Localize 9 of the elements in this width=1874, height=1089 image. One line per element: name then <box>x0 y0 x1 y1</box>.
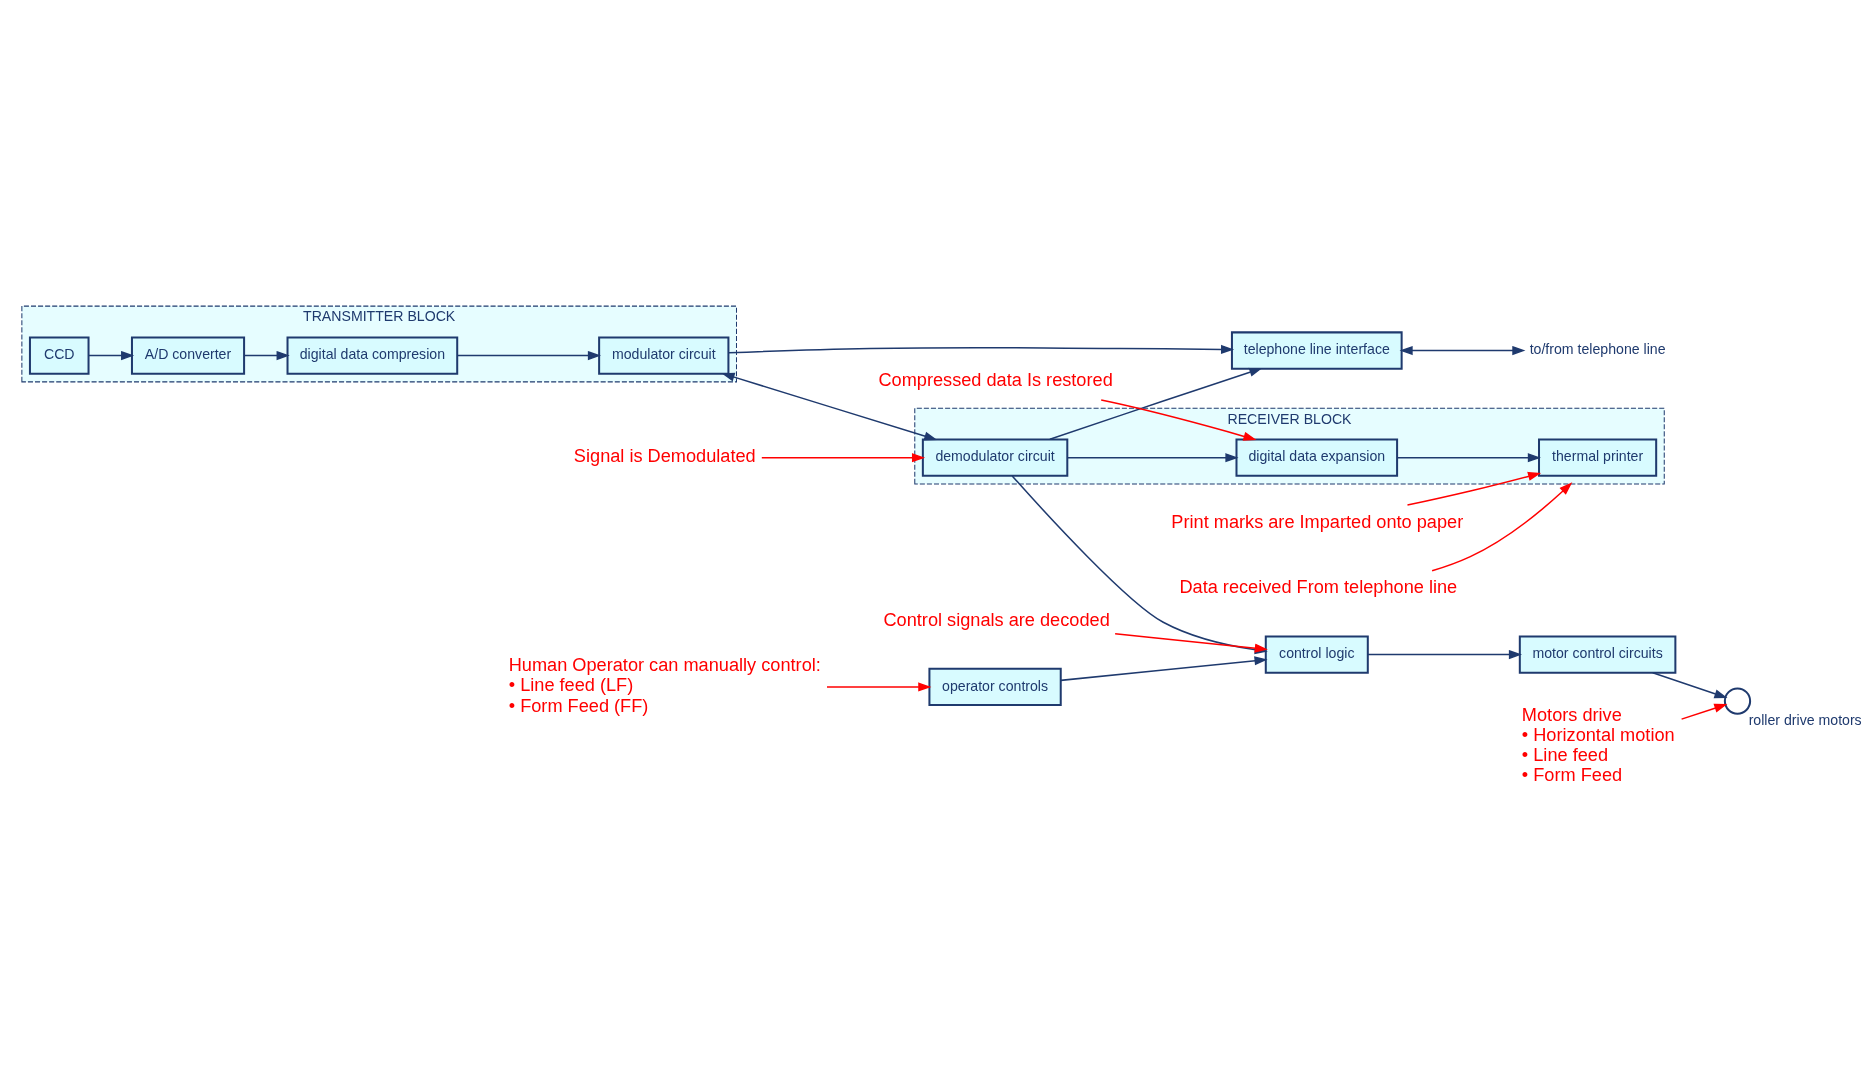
node-label: roller drive motors <box>1748 712 1862 728</box>
node-text: to/from telephone line <box>1529 341 1666 358</box>
node-text: Print marks are Imparted onto paper <box>1171 511 1464 532</box>
node-text: Control signals are decoded <box>883 609 1110 630</box>
node-text: Data received From telephone line <box>1179 577 1458 598</box>
node-text: Human Operator can manually control: • Line feed (LF) • Form Feed (FF) <box>508 655 821 716</box>
node-text: Motors drive • Horizontal motion • Line feed • Form Feed <box>1521 704 1675 786</box>
node-text: Signal is Demodulated <box>573 446 756 467</box>
node-text: Compressed data Is restored <box>878 370 1113 391</box>
